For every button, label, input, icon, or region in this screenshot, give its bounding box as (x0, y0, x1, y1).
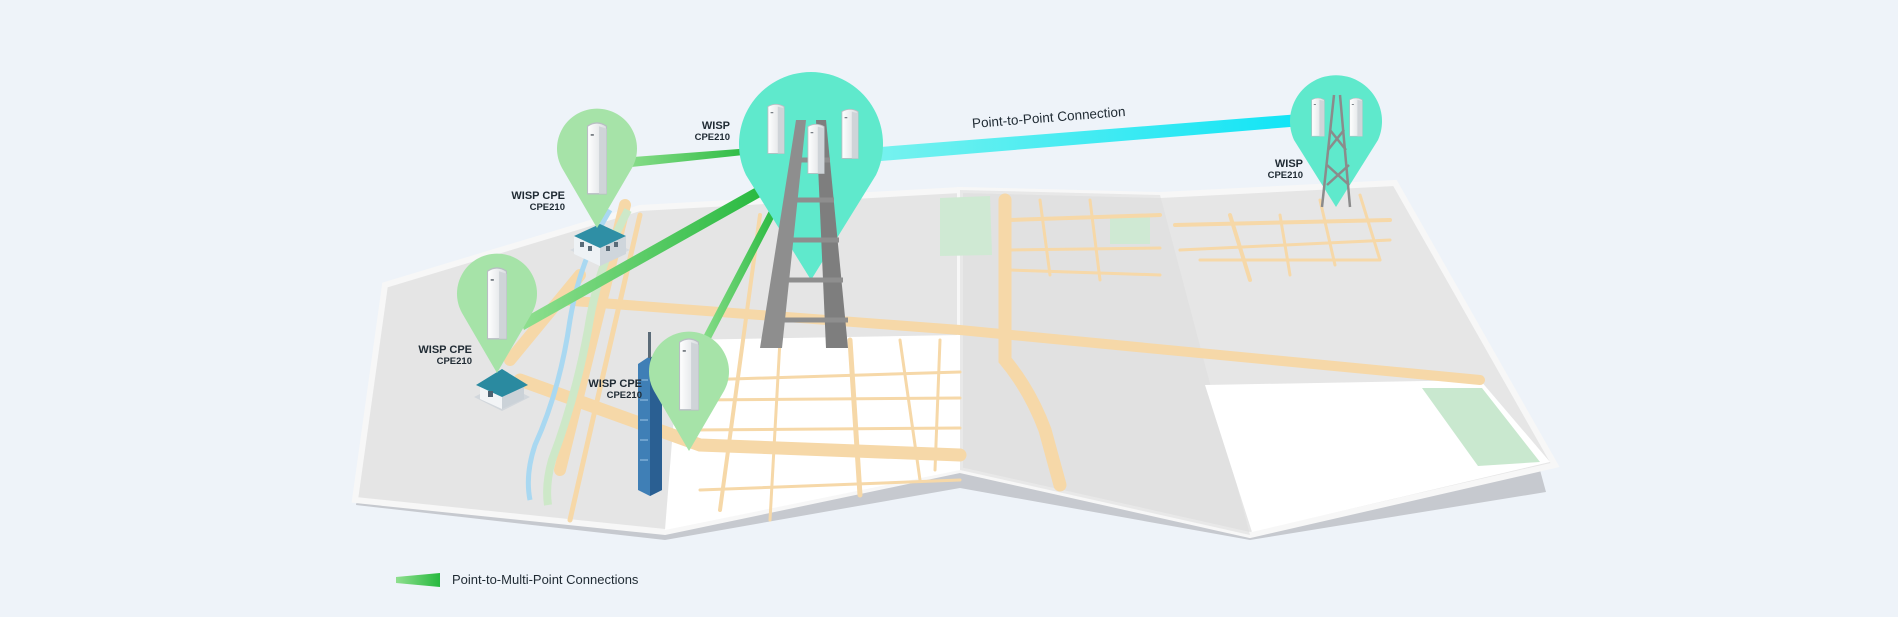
wisp-remote-tower (1290, 75, 1382, 208)
cpe-device-icon (586, 122, 608, 195)
roads (504, 193, 1485, 523)
cpe-low-label: WISP CPE CPE210 (570, 378, 642, 402)
park-area (1422, 388, 1540, 466)
map-fold-shade (960, 190, 1250, 535)
cpe-pin-top (557, 108, 637, 228)
cpe-device-icon (767, 103, 785, 154)
device-name: WISP (701, 120, 730, 132)
device-model: CPE210 (1267, 169, 1303, 181)
device-model: CPE210 (606, 389, 642, 401)
wisp-main-tower (738, 72, 883, 348)
mini-lattice-tower (1320, 94, 1352, 208)
cpe-mid-label: WISP CPE CPE210 (400, 344, 472, 368)
wisp-main-label: WISP CPE210 (670, 120, 730, 144)
lattice-tower (760, 120, 848, 348)
cpe-pin-mid (457, 253, 537, 373)
device-name: WISP CPE (418, 344, 472, 356)
device-model: CPE210 (529, 201, 565, 213)
house (474, 369, 530, 411)
device-model: CPE210 (694, 131, 730, 143)
device-name: WISP CPE (588, 378, 642, 390)
park-area (940, 196, 992, 256)
wisp-remote-label: WISP CPE210 (1220, 158, 1303, 182)
point-to-multipoint-links (520, 148, 778, 356)
ptmp-link-mid-cpe (520, 185, 766, 330)
cpe-top-label: WISP CPE CPE210 (493, 190, 565, 214)
point-to-point-link (842, 114, 1302, 164)
cpe-pin-low (649, 331, 729, 451)
office-building (570, 224, 630, 266)
device-model: CPE210 (436, 355, 472, 367)
cpe-device-icon (678, 338, 700, 411)
device-name: WISP (1274, 158, 1303, 170)
cpe-device-icon (841, 108, 859, 159)
park-area (1110, 214, 1150, 244)
cpe-device-icon (486, 267, 508, 340)
cpe-device-icon (1349, 97, 1363, 137)
ptmp-legend-swatch (396, 572, 440, 587)
cpe-device-icon (807, 123, 825, 174)
cpe-device-icon (1311, 97, 1325, 137)
legend: Point-to-Multi-Point Connections (396, 572, 638, 587)
device-name: WISP CPE (511, 190, 565, 202)
ptmp-link-top-cpe (620, 148, 753, 168)
ptmp-link-low-cpe (696, 205, 778, 356)
legend-label: Point-to-Multi-Point Connections (452, 572, 639, 587)
folded-city-map (351, 179, 1560, 540)
